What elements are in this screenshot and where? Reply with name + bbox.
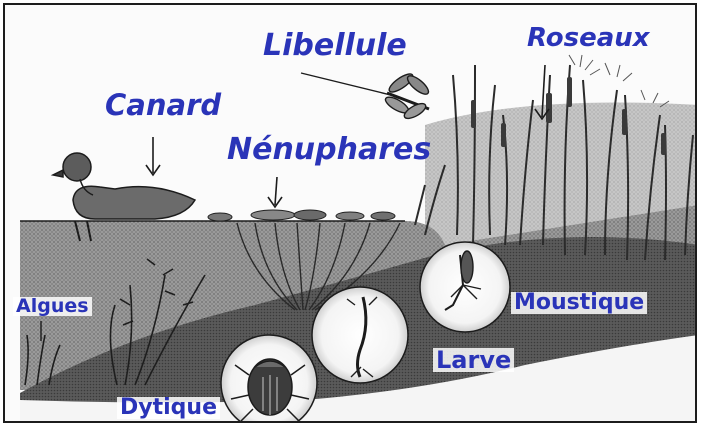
label-larve: Larve [433, 348, 514, 372]
label-roseaux: Roseaux [527, 25, 650, 51]
label-nenuphares: Nénuphares [227, 135, 431, 165]
nenuphares-pointer [275, 177, 277, 205]
label-algues: Algues [13, 297, 92, 316]
dragonfly-drawing [383, 71, 431, 121]
label-libellule: Libellule [263, 31, 407, 61]
libellule-pointer [301, 73, 399, 97]
larva-bubble [312, 287, 408, 383]
label-dytique: Dytique [117, 397, 220, 419]
label-moustique: Moustique [511, 292, 647, 314]
label-canard: Canard [105, 91, 221, 120]
pond-diagram: Libellule Roseaux Canard Nénuphares Algu… [3, 3, 697, 423]
diving-beetle-bubble [221, 335, 317, 423]
lily-pads [208, 210, 395, 221]
mosquito-bubble [420, 242, 510, 332]
pond-scene [5, 5, 697, 423]
